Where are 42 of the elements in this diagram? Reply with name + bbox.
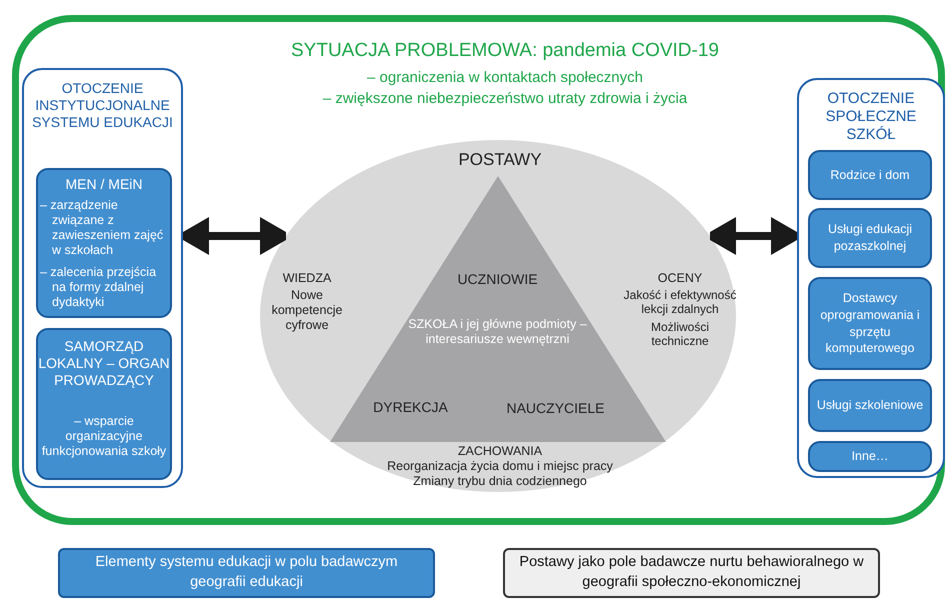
- box-text: – wsparcie organizacyjne funkcjonowania szkoły: [40, 414, 168, 459]
- caption-box: [58, 548, 435, 598]
- box-label: Rodzice i dom: [829, 166, 911, 184]
- situation-frame: [12, 15, 945, 525]
- area-text: Nowe kompetencje cyfrowe: [270, 288, 344, 333]
- panel-heading: OTOCZENIE SPOŁECZNE SZKÓŁ: [824, 90, 918, 144]
- box-label: Usługi edukacji pozaszkolnej: [826, 221, 914, 255]
- actor-box: [808, 277, 932, 370]
- box-label: Dostawcy oprogramowania i sprzętu komputerowego: [819, 290, 921, 358]
- frame-text: – zwiększone niebezpieczeństwo utraty zdrowia i życia: [322, 90, 688, 108]
- environment-panel: [22, 68, 183, 488]
- center-text: SZKOŁA i jej główne podmioty – interesariusze wewnętrzni: [407, 317, 588, 347]
- group-label: UCZNIOWIE: [456, 271, 539, 288]
- box-label: Inne…: [850, 448, 890, 465]
- actor-box: [808, 208, 932, 268]
- actor-box: [36, 168, 172, 318]
- box-text: – zalecenia przejścia na formy zdalnej dydaktyki: [40, 265, 158, 310]
- box-heading: SAMORZĄD LOKALNY – ORGAN PROWADZĄCY: [38, 338, 170, 388]
- environment-panel: [797, 78, 945, 478]
- caption-box: [503, 548, 880, 598]
- actor-box: [808, 379, 932, 432]
- area-heading: ZACHOWANIA: [456, 444, 544, 459]
- caption-text: Elementy systemu edukacji w polu badawczym geografii edukacji: [94, 553, 399, 592]
- group-label: NAUCZYCIELE: [505, 400, 606, 417]
- area-text: Możliwości techniczne: [650, 320, 710, 349]
- actor-box: [808, 441, 932, 472]
- actor-box: [36, 328, 172, 480]
- group-label: DYREKCJA: [372, 399, 449, 416]
- area-text: Reorganizacja życia domu i miejsc pracy: [386, 459, 614, 474]
- ellipse-heading: POSTAWY: [457, 150, 543, 170]
- caption-text: Postawy jako pole badawcze nurtu behawioralnego w geografii społeczno-ekonomicznej: [518, 553, 865, 592]
- area-text: Zmiany trybu dnia codziennego: [412, 474, 588, 489]
- box-heading: MEN / MEiN: [64, 176, 144, 193]
- area-text: Jakość i efektywność lekcji zdalnych: [622, 288, 738, 317]
- actor-box: [808, 150, 932, 200]
- area-heading: WIEDZA: [282, 271, 332, 286]
- box-text: – zarządzenie związane z zawieszeniem zajęć w szkołach: [40, 198, 164, 258]
- box-label: Usługi szkoleniowe: [816, 397, 924, 414]
- area-heading: OCENY: [656, 271, 704, 286]
- frame-heading: SYTUACJA PROBLEMOWA: pandemia COVID-19: [290, 40, 720, 63]
- frame-text: – ograniczenia w kontaktach społecznych: [366, 69, 644, 87]
- panel-heading: OTOCZENIE INSTYTUCJONALNE SYSTEMU EDUKACJI: [31, 80, 174, 130]
